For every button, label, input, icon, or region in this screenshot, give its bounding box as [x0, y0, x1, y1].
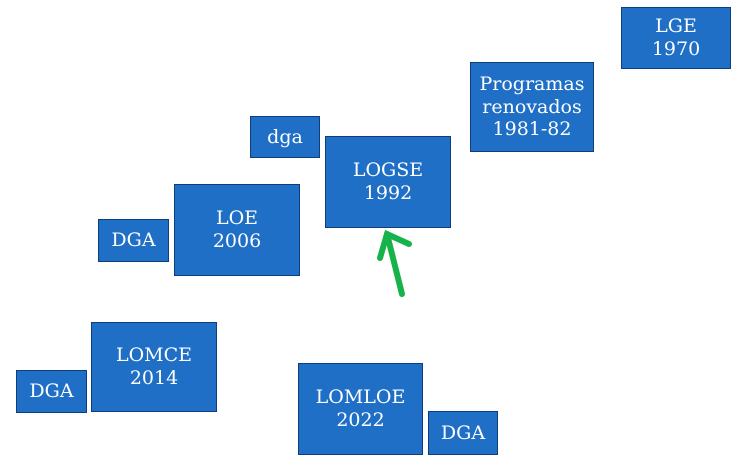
logse-year: 1992 [363, 182, 413, 204]
box-dga-lomce: DGA [16, 370, 87, 413]
lomce-year: 2014 [129, 367, 179, 389]
box-dga-loe: DGA [98, 219, 169, 262]
lge-year: 1970 [651, 38, 701, 60]
programas-year: 1981-82 [492, 118, 572, 141]
box-dga-logse: dga [250, 116, 320, 158]
loe-name: LOE [215, 207, 259, 230]
programas-line1: Programas [479, 72, 585, 95]
logse-name: LOGSE [352, 159, 424, 182]
box-loe-2006: LOE 2006 [174, 184, 300, 276]
box-logse-1992: LOGSE 1992 [325, 136, 451, 228]
box-lge-1970: LGE 1970 [621, 7, 731, 69]
lge-name: LGE [655, 15, 697, 38]
loe-year: 2006 [212, 230, 262, 252]
box-programas-renovados: Programas renovados 1981-82 [470, 62, 594, 152]
lomce-name: LOMCE [115, 344, 193, 367]
dga-loe-label: DGA [111, 229, 156, 252]
box-lomloe-2022: LOMLOE 2022 [298, 363, 423, 455]
dga-logse-label: dga [267, 125, 303, 148]
lomloe-name: LOMLOE [315, 386, 406, 409]
box-lomce-2014: LOMCE 2014 [91, 322, 217, 412]
lomloe-year: 2022 [336, 409, 385, 431]
arrow-shaft [384, 231, 405, 297]
arrow-head [377, 229, 412, 261]
box-dga-lomloe: DGA [428, 411, 498, 455]
programas-line2: renovados [482, 95, 582, 118]
dga-lomloe-label: DGA [440, 421, 486, 444]
dga-lomce-label: DGA [29, 380, 74, 403]
arrow-shape [377, 229, 412, 297]
